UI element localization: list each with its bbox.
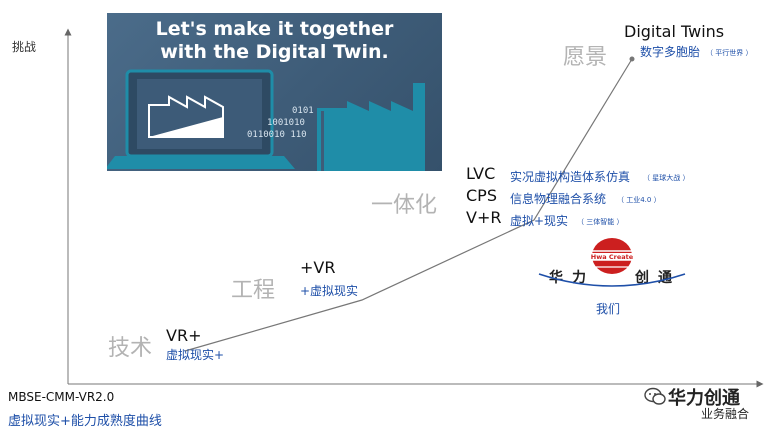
logo-caption-we: 我们 <box>596 302 621 316</box>
digital-twin-banner: Let's make it together with the Digital … <box>107 13 442 171</box>
level-plus-vr-title: +VR <box>300 258 336 277</box>
level-lvc-title: LVC <box>466 164 496 183</box>
level-lvc-note: （ 星球大战 ） <box>643 174 690 182</box>
level-digital-twins-note: （ 平行世界 ） <box>706 49 753 57</box>
level-plus-vr-subtitle: +虚拟现实 <box>300 284 359 298</box>
binary-text-3: 0110010 110 <box>247 130 307 140</box>
y-axis-label: 挑战 <box>12 40 37 54</box>
watermark-brand: 华力创通 <box>668 388 740 409</box>
level-digital-twins-title: Digital Twins <box>624 22 725 41</box>
level-cps-note: （ 工业4.0 ） <box>617 196 661 204</box>
binary-text-1: 0101 <box>292 106 314 116</box>
level-vr-ar-note: （ 三体智能 ） <box>577 218 624 226</box>
logo-char-2: 力 <box>572 269 586 286</box>
diagram-subtitle: 虚拟现实+能力成熟度曲线 <box>8 414 162 429</box>
wechat-icon <box>644 387 666 405</box>
level-cps-desc: 信息物理融合系统 <box>510 192 607 206</box>
logo-char-3: 创 <box>634 269 649 286</box>
level-cps-title: CPS <box>466 186 497 205</box>
diagram-title: MBSE-CMM-VR2.0 <box>8 390 115 404</box>
hwa-create-logo: Hwa Create 华 力 创 通 <box>538 238 686 287</box>
stage-label-vision: 愿景 <box>563 45 608 70</box>
logo-brand-text: Hwa Create <box>591 253 634 261</box>
stage-label-tech: 技术 <box>108 336 153 361</box>
level-lvc-desc: 实况虚拟构造体系仿真 <box>510 170 631 184</box>
logo-char-1: 华 <box>549 269 563 286</box>
stage-label-engineering: 工程 <box>231 278 276 303</box>
level-vr-ar-title: V+R <box>466 208 502 227</box>
maturity-curve <box>184 58 633 352</box>
banner-title-line2: with the Digital Twin. <box>160 41 389 63</box>
level-vr-ar-desc: 虚拟+现实 <box>510 214 569 228</box>
stage-label-integration: 一体化 <box>371 193 438 218</box>
watermark-subtitle: 业务融合 <box>701 407 750 421</box>
binary-text-2: 1001010 <box>267 118 305 128</box>
banner-title-line1: Let's make it together <box>155 18 394 40</box>
level-vr-plus-subtitle: 虚拟现实+ <box>166 348 225 362</box>
level-vr-plus-title: VR+ <box>166 326 202 345</box>
curve-point-vision <box>629 56 635 62</box>
level-digital-twins-desc: 数字多胞胎 <box>640 45 701 59</box>
laptop-factory-illustration: 0101 1001010 0110010 110 <box>107 69 425 171</box>
logo-char-4: 通 <box>658 270 672 286</box>
